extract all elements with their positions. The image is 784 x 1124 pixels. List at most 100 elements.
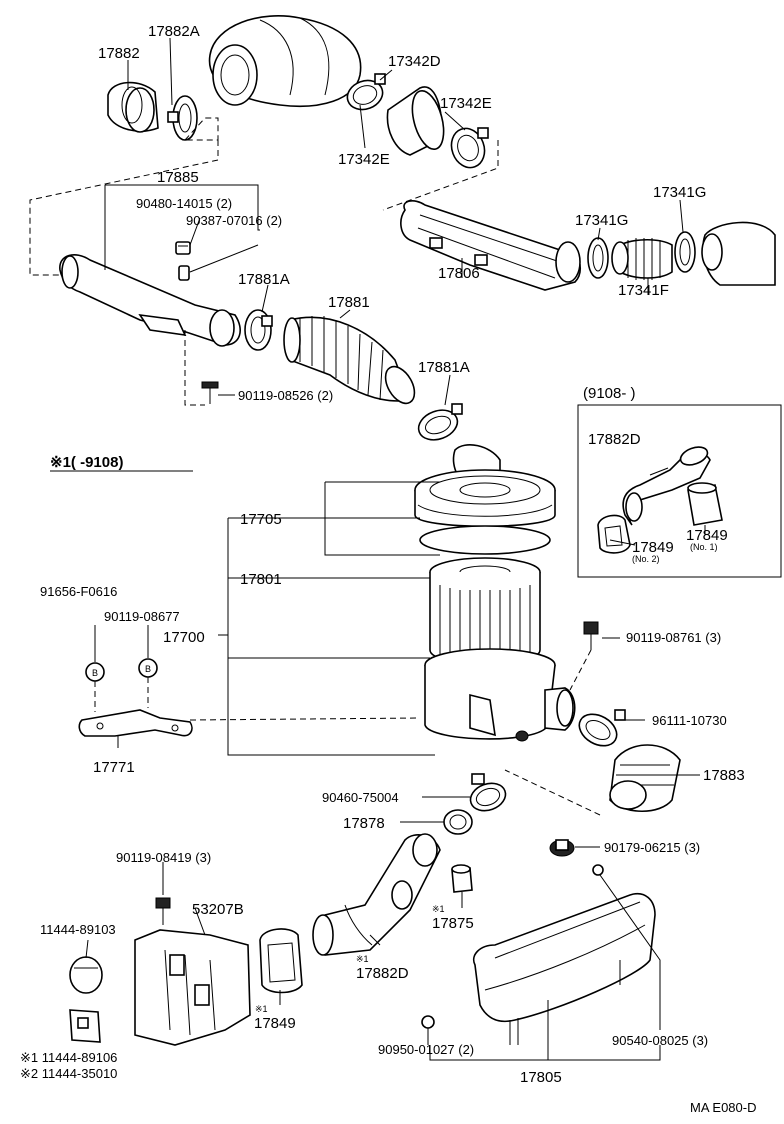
clamp-90460 [469,773,507,812]
dash-17883 [504,769,601,816]
grommet-90480 [175,241,191,281]
label-17875-mark: ※1 [432,904,445,914]
gasket-17849-lower [259,928,303,994]
bolt-90119-08526 [201,381,219,404]
dash-17882 [184,117,219,141]
label-90119-08419: 90119-08419 (3) [116,850,211,865]
element-17801 [429,557,541,665]
label-91656: 91656-F0616 [40,584,117,599]
label-17882A: 17882A [148,23,200,40]
sleeve-17849-no1-inset [687,482,723,526]
duct-17882D-inset [622,446,711,526]
label-17881A-lower: 17881A [418,359,470,376]
label-17849-no1: 17849 [686,527,728,544]
shield-53207B [134,929,251,1046]
clamp-17341G-right [674,231,696,273]
label-90119-08526: 90119-08526 (2) [238,388,333,403]
resonator-17805 [473,864,656,1045]
bracket-17771 [78,709,193,737]
label-17882: 17882 [98,45,140,62]
label-17341G-right: 17341G [653,184,706,201]
label-11444-35010: ※2 11444-35010 [20,1066,117,1081]
dash-bracket [189,717,421,721]
bolt-b-letter-1: B [92,668,98,678]
label-17881: 17881 [328,294,370,311]
label-90119-08761: 90119-08761 (3) [626,630,721,645]
inset-box [577,404,782,578]
label-53207B: 53207B [192,901,244,918]
bellows-17881 [283,316,416,405]
dash-bolt [184,330,205,406]
hose-17342D [386,86,445,156]
gasket-17849-no2-inset [597,514,631,554]
label-no1: (No. 1) [690,542,718,552]
clamp-17341G-left [587,237,609,279]
label-17705: 17705 [240,511,282,528]
bolt-b-letter-2: B [145,664,151,674]
air-cleaner-case-17700 [424,648,576,742]
label-17882D-inset: 17882D [588,431,641,448]
label-17806: 17806 [438,265,480,282]
label-17882D-lower: 17882D [356,965,409,982]
dash-left-loop [29,140,219,276]
label-17801: 17801 [240,571,282,588]
label-90480: 90480-14015 (2) [136,196,232,211]
clamp-17881A-upper [244,309,273,351]
label-11444-89103: 11444-89103 [40,922,116,937]
label-no2: (No. 2) [632,554,660,564]
label-17342E-left: 17342E [338,151,390,168]
label-17883: 17883 [703,767,745,784]
brace-17700 [218,481,440,756]
label-17885: 17885 [157,169,199,186]
intake-duct-top [208,15,362,108]
duct-17885 [59,254,241,347]
label-17878: 17878 [343,815,385,832]
ring-17878 [443,809,473,835]
label-17342E-right: 17342E [440,95,492,112]
label-90950: 90950-01027 (2) [378,1042,474,1057]
clamp-17342E-left [346,73,386,111]
bolt-90119-08761 [583,621,599,650]
label-17805: 17805 [520,1069,562,1086]
label-17700: 17700 [163,629,205,646]
clip-11444-89106 [69,1009,101,1043]
dash-08761 [569,649,592,691]
hose-17882 [107,81,159,133]
plug-17875 [451,864,473,893]
label-17849-mark: ※1 [255,1004,268,1014]
label-90119-08677: 90119-08677 [104,609,180,624]
bolt-90119-08419 [155,862,171,925]
label-17875: 17875 [432,915,474,932]
label-17341G-left: 17341G [575,212,628,229]
duct-17882D [312,833,441,956]
label-90387: 90387-07016 (2) [186,213,282,228]
label-90460: 90460-75004 [322,790,399,805]
label-17849-lower: 17849 [254,1015,296,1032]
clip-90950 [421,1015,435,1029]
label-ref: MA E080-D [690,1100,756,1115]
label-90540: 90540-08025 (3) [612,1033,708,1048]
label-17882D-mark: ※1 [356,954,369,964]
air-cleaner-cap-17705 [414,444,556,555]
label-17342D: 17342D [388,53,441,70]
throttle-elbow [701,221,776,286]
label-90179: 90179-06215 (3) [604,840,700,855]
grommet-90179 [549,839,575,857]
leaders [85,37,706,1061]
hose-17341F [611,238,673,280]
label-17341F: 17341F [618,282,669,299]
clamp-96111 [578,709,626,747]
label-17849-no2: 17849 [632,539,674,556]
resonator-17806 [400,200,582,291]
hose-17883 [609,744,681,812]
label-17881A-upper: 17881A [238,271,290,288]
label-17771: 17771 [93,759,135,776]
label-range-9108: (9108- ) [583,385,636,402]
label-11444-89106: ※1 11444-89106 [20,1050,117,1065]
grommet-11444-89103 [69,956,103,994]
clamp-17342E-right [450,127,489,169]
clamp-17881A-lower [417,403,463,441]
label-note1: ※1( -9108) [50,454,123,471]
label-96111: 96111-10730 [652,713,727,728]
